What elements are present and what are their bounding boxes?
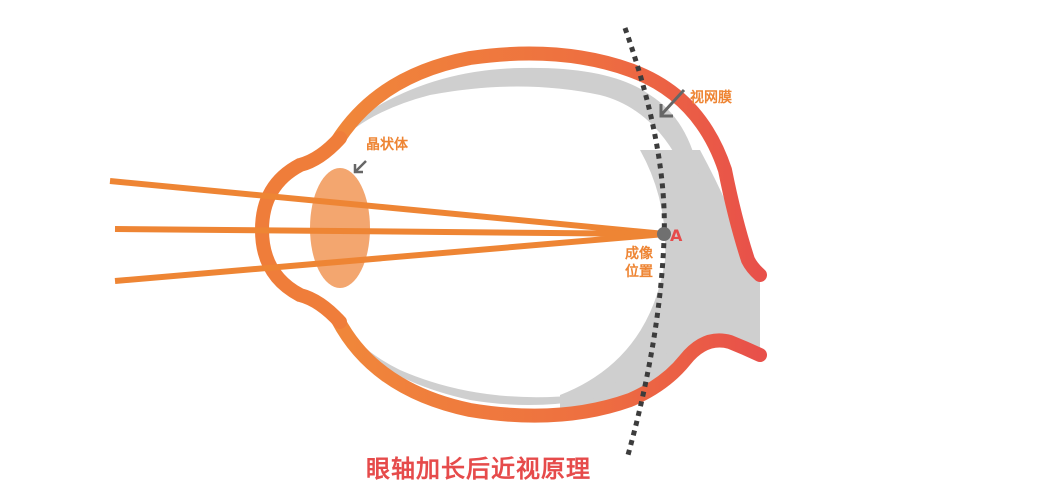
image-position-label-line1: 成像 — [625, 246, 653, 262]
diagram-title: 眼轴加长后近视原理 — [366, 455, 591, 483]
lens-label: 晶状体 — [366, 137, 408, 153]
choroid-layer-bottom — [340, 325, 705, 405]
retina-arrow-icon — [659, 88, 686, 118]
sclera-outer-wall-bottom — [331, 313, 767, 423]
focal-plane-dotted-line — [622, 27, 667, 456]
focal-point-label: A — [670, 226, 683, 245]
retina-label: 视网膜 — [690, 90, 732, 106]
optic-nerve — [560, 150, 760, 410]
sclera-outer-wall — [331, 46, 767, 282]
light-ray-bottom — [114, 231, 666, 284]
light-ray-middle — [114, 226, 666, 237]
image-position-label: 成像 位置 — [625, 245, 655, 281]
light-ray-top — [109, 178, 666, 237]
focal-point-a — [657, 227, 671, 241]
lens-arrow-icon — [353, 160, 367, 174]
image-position-label-line2: 位置 — [625, 264, 653, 280]
choroid-layer — [345, 67, 700, 185]
